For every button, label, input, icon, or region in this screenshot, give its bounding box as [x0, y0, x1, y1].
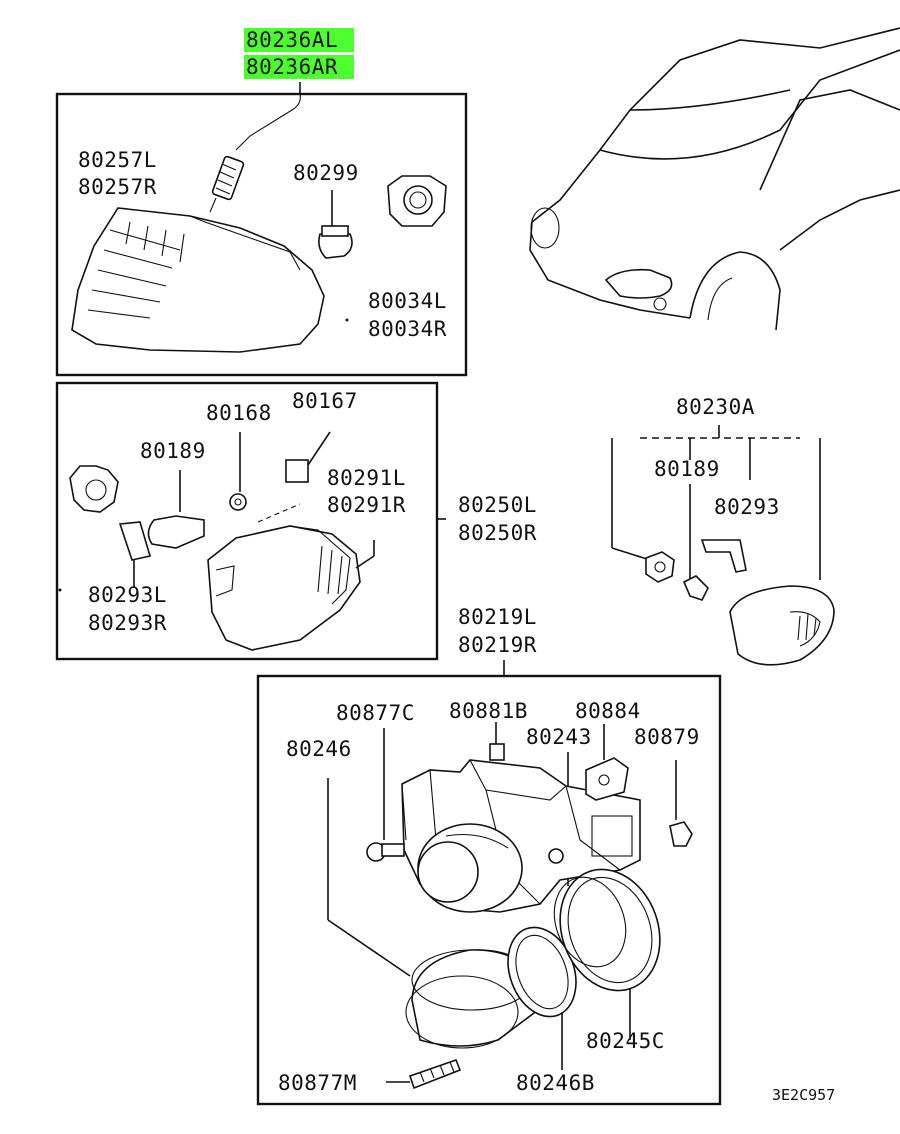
clip-80881B-part	[489, 743, 505, 761]
group-box-fog-lamp	[55, 381, 439, 661]
gasket-80245C-part	[553, 868, 661, 992]
socket-spring-part	[209, 155, 245, 213]
label-80877C: 80877C	[336, 701, 415, 725]
label-80236AL: 80236AL	[246, 28, 338, 52]
label-side-80293: 80293	[714, 495, 780, 519]
label-80881B: 80881B	[449, 699, 528, 723]
label-80293R: 80293R	[88, 611, 167, 635]
label-80884: 80884	[575, 699, 641, 723]
label-fog-80189: 80189	[140, 439, 206, 463]
label-80168: 80168	[206, 401, 272, 425]
label-80291R: 80291R	[327, 493, 406, 517]
vehicle-outline	[529, 27, 900, 331]
label-80243: 80243	[526, 725, 592, 749]
label-80246: 80246	[286, 737, 352, 761]
label-80236AR: 80236AR	[246, 55, 338, 79]
fog-bracket-part	[118, 521, 152, 588]
fog-bulb-part	[147, 470, 205, 549]
label-80879: 80879	[634, 725, 700, 749]
screw-80877M-part	[408, 1058, 462, 1090]
label-80299: 80299	[293, 161, 359, 185]
label-side-80189: 80189	[654, 457, 720, 481]
turn-lamp-lens-part	[71, 207, 325, 353]
group-box-lamp-assembly	[256, 674, 722, 1106]
label-80034R: 80034R	[368, 317, 447, 341]
highlight-80236AR	[244, 55, 354, 79]
label-80246B: 80246B	[516, 1071, 595, 1095]
label-80293L: 80293L	[88, 583, 167, 607]
socket-part	[387, 175, 447, 227]
label-80257L: 80257L	[78, 148, 157, 172]
label-80230A: 80230A	[676, 395, 755, 419]
fog-lamp-body-part	[207, 525, 375, 651]
bulb-80299-part	[318, 190, 353, 259]
side-marker-bulb-part	[682, 575, 709, 601]
highlight-80236AL	[244, 28, 354, 52]
label-80219L: 80219L	[458, 605, 537, 629]
lamp-reflector-part	[417, 823, 523, 913]
diagram-code: 3E2C957	[772, 1086, 835, 1104]
side-marker-bracket-part	[700, 539, 747, 573]
group-box-headlamp	[55, 92, 468, 377]
label-80167: 80167	[292, 389, 358, 413]
bracket-80884-part	[585, 757, 629, 801]
fog-screw-part	[229, 432, 247, 511]
clip-80879-part	[669, 821, 693, 847]
label-80245C: 80245C	[586, 1029, 665, 1053]
fog-socket-part	[69, 465, 119, 513]
screw-80877C-part	[366, 842, 405, 862]
label-80257R: 80257R	[78, 175, 157, 199]
grommet-80243-part	[548, 848, 564, 864]
label-80250R: 80250R	[458, 521, 537, 545]
label-80250L: 80250L	[458, 493, 537, 517]
ring-80246B-part	[507, 926, 577, 1018]
side-marker-bracket-lines	[611, 425, 821, 580]
side-marker-socket-part	[645, 551, 675, 583]
label-80034L: 80034L	[368, 289, 447, 313]
label-80291L: 80291L	[327, 466, 406, 490]
label-80219R: 80219R	[458, 633, 537, 657]
label-80877M: 80877M	[278, 1071, 357, 1095]
fog-clip-part	[285, 431, 331, 483]
side-marker-lens-part	[729, 585, 835, 666]
